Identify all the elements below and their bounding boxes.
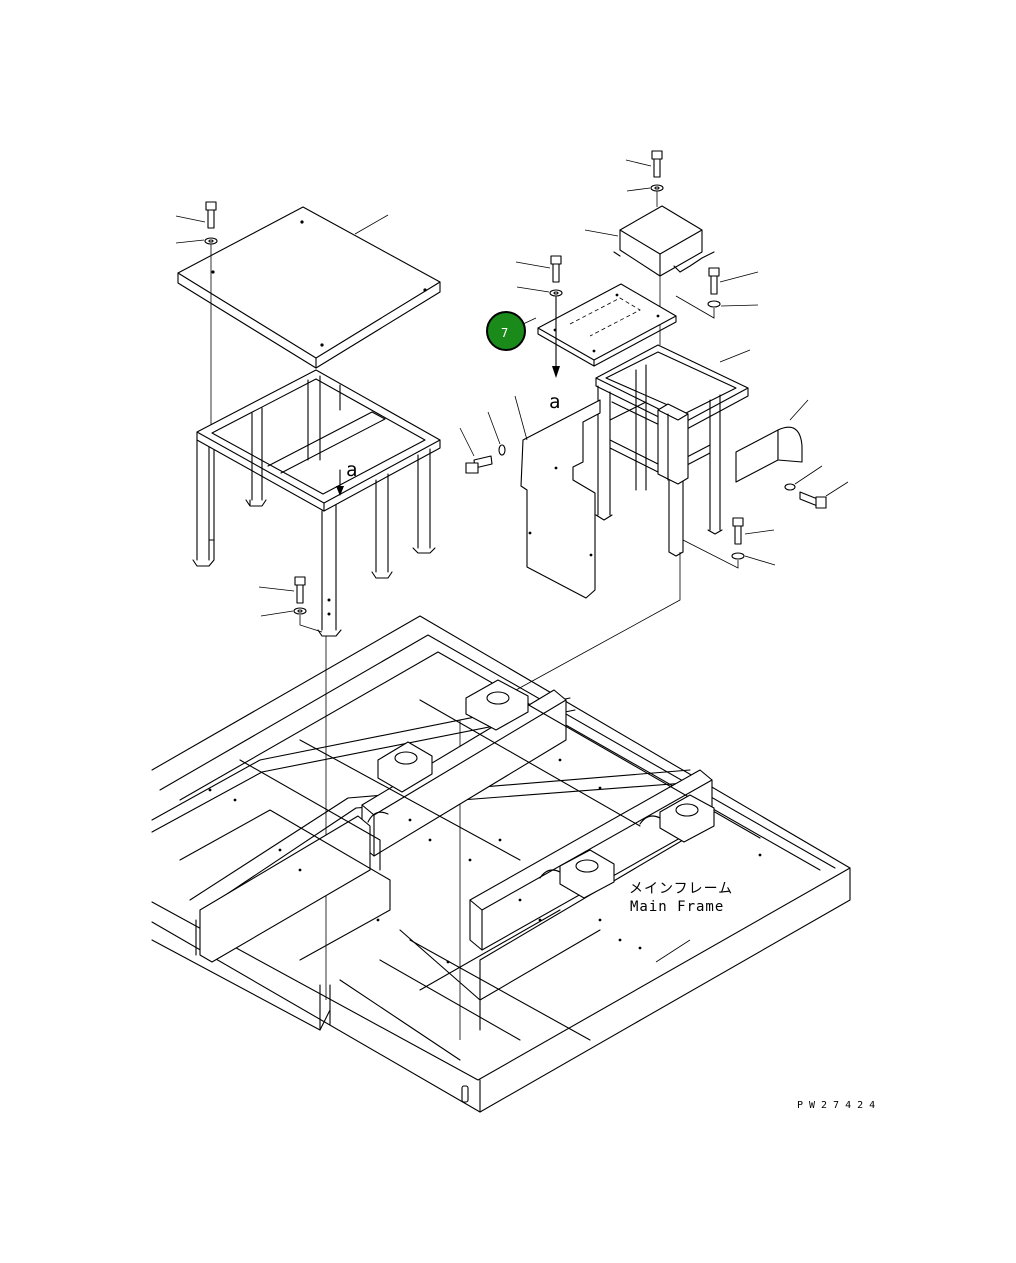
view-a-label-left: a: [346, 459, 357, 481]
right-frame-leader: [719, 349, 751, 363]
callout-7[interactable]: 7: [486, 311, 526, 351]
right-plate-bolt: [515, 255, 562, 283]
left-top-bolt: [175, 201, 217, 229]
right-mid-bolt: [708, 267, 759, 295]
view-a-label-right: a: [549, 391, 560, 413]
left-lower-washer: [260, 607, 323, 633]
right-side-bolt: [799, 481, 849, 509]
main-frame-label-en: Main Frame: [630, 899, 724, 915]
callout-number: 7: [501, 326, 508, 340]
right-side-bracket: [735, 399, 809, 483]
right-lower-washer: [682, 539, 776, 569]
right-mid-washer: [675, 295, 759, 319]
main-frame: [151, 615, 851, 1113]
boss-mid: [377, 741, 433, 793]
boss-upper: [465, 679, 529, 731]
left-stand-frame: a: [192, 369, 441, 637]
left-cover-plate: [177, 206, 441, 369]
right-plate-washer: [516, 286, 563, 297]
mount-guide-line-right: [515, 552, 681, 691]
side-panel-washer: [487, 411, 506, 456]
right-lower-bolt: [732, 517, 775, 545]
side-panel-bolt: [459, 427, 493, 474]
right-stand-frame: [595, 344, 749, 557]
right-cover-plate: [537, 283, 677, 367]
right-view-a-arrowhead: [552, 366, 560, 378]
right-side-washer: [784, 465, 823, 491]
right-cover-box: [584, 205, 715, 277]
left-lower-bolt: [258, 576, 306, 604]
side-panel: [514, 395, 601, 599]
right-top-washer: [626, 184, 664, 192]
drawing-code: PW27424: [797, 1100, 881, 1111]
left-top-washer: [175, 237, 218, 245]
boss-center: [559, 849, 615, 899]
right-top-bolt: [625, 150, 663, 178]
main-frame-label-jp: メインフレーム: [629, 881, 733, 897]
boss-right: [659, 794, 715, 843]
